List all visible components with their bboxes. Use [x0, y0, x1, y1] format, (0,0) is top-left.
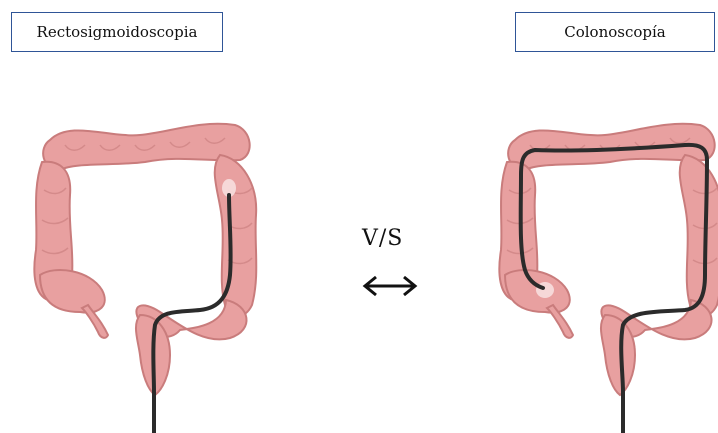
colon-body	[34, 124, 256, 395]
double-arrow-icon	[360, 272, 420, 300]
colon-illustration-rectosigmoidoscopy	[30, 100, 260, 433]
colonoscopy-label: Colonoscopía	[515, 12, 715, 52]
rectosigmoidoscopy-label-text: Rectosigmoidoscopia	[37, 23, 198, 41]
colon-illustration-colonoscopy	[495, 100, 718, 433]
colon-body	[499, 124, 718, 395]
versus-text: V/S	[362, 226, 403, 251]
endoscope-line	[153, 195, 230, 433]
rectosigmoidoscopy-label: Rectosigmoidoscopia	[11, 12, 223, 52]
colonoscopy-label-text: Colonoscopía	[564, 23, 666, 41]
